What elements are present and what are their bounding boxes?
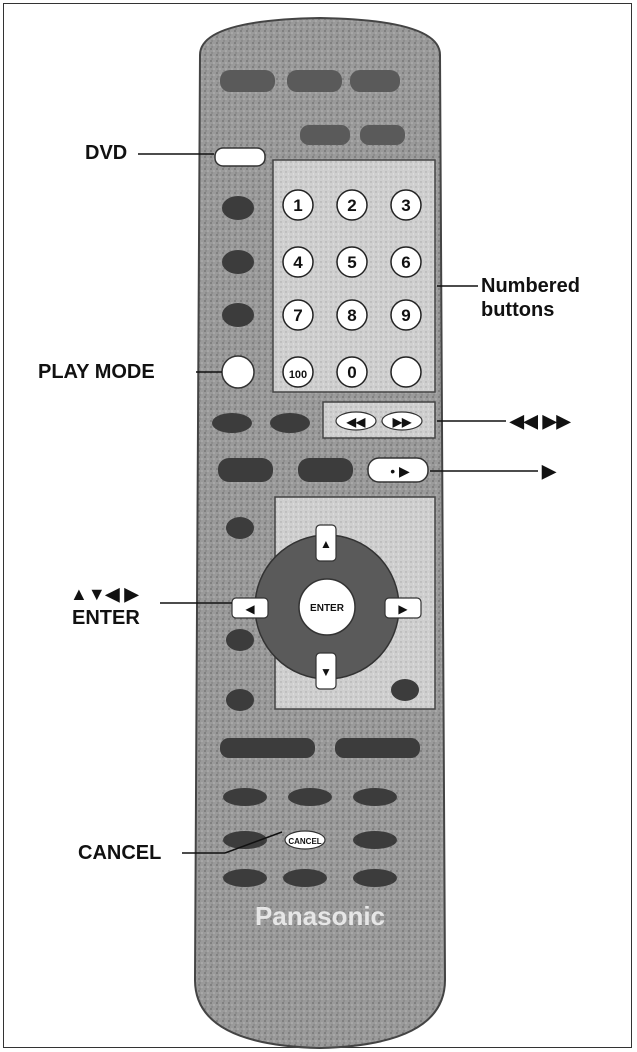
number-key-label: 8 [347, 306, 356, 325]
number-key-label: 9 [401, 306, 410, 325]
svg-text:▲: ▲ [320, 537, 332, 551]
callout-dvd: DVD [85, 141, 127, 165]
svg-text:ENTER: ENTER [310, 603, 345, 614]
number-key-label: 1 [293, 196, 302, 215]
svg-text:• ▶: • ▶ [390, 463, 410, 479]
svg-text:◀◀: ◀◀ [346, 415, 366, 429]
number-key-label: 0 [347, 363, 356, 382]
number-key-label: 5 [347, 253, 356, 272]
transport-row: • ▶ [218, 458, 428, 482]
callout-enter: ENTER [72, 606, 140, 630]
callout-numbered-line2: buttons [481, 298, 554, 322]
svg-text:CANCEL: CANCEL [288, 837, 321, 846]
number-key-label: 6 [401, 253, 410, 272]
brand-logo: Panasonic [255, 901, 385, 931]
number-key-label: 7 [293, 306, 302, 325]
svg-text:▼: ▼ [320, 665, 332, 679]
number-key-blank [391, 357, 421, 387]
number-key-label: 2 [347, 196, 356, 215]
number-key-label: 3 [401, 196, 410, 215]
play-mode-button [222, 356, 254, 388]
callout-play-mode: PLAY MODE [38, 360, 155, 384]
svg-text:◀: ◀ [245, 602, 255, 616]
callout-arrows: ▲▼◀ ▶ [70, 582, 138, 606]
svg-text:▶▶: ▶▶ [392, 415, 412, 429]
callout-cancel: CANCEL [78, 841, 161, 865]
callout-numbered-line1: Numbered [481, 274, 580, 298]
dvd-button [215, 148, 265, 166]
svg-text:▶: ▶ [398, 602, 408, 616]
number-key-label: 4 [293, 253, 303, 272]
number-key-label: 100 [289, 369, 307, 381]
callout-play: ▶ [542, 459, 556, 483]
callout-skip: ◀◀ ▶▶ [510, 409, 570, 433]
